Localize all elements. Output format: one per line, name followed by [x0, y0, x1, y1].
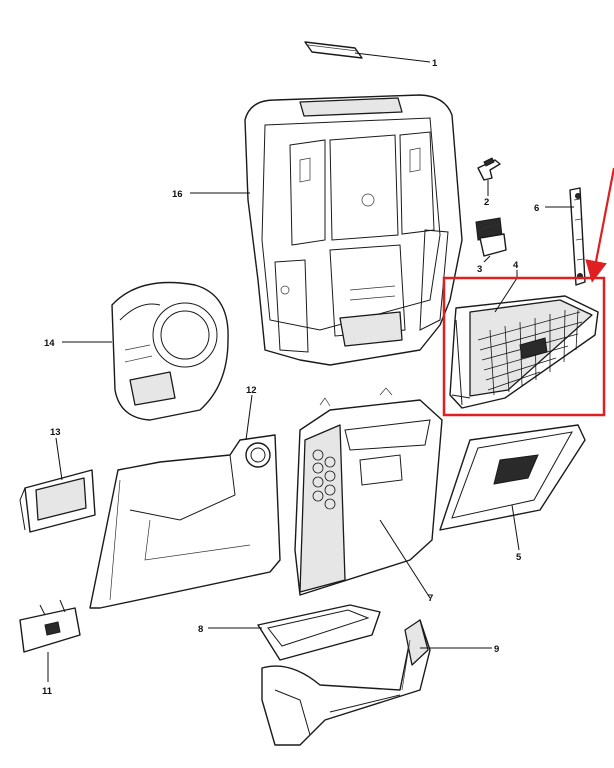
- highlight-annotation: [442, 167, 614, 417]
- part-7-glove-box-housing[interactable]: [294, 387, 443, 596]
- callout-11: 11: [42, 686, 53, 697]
- part-8-bin-liner[interactable]: [257, 604, 381, 661]
- callout-13: 13: [50, 427, 61, 438]
- part-11-access-cover[interactable]: [19, 599, 81, 653]
- part-9-knee-bolster-bracket[interactable]: [261, 619, 431, 746]
- callout-14: 14: [44, 338, 55, 349]
- callout-1: 1: [432, 58, 438, 69]
- housing-honeycomb: [312, 449, 336, 510]
- part-2-clip[interactable]: [477, 157, 501, 181]
- callout-16: 16: [172, 189, 183, 200]
- part-16-center-bezel-frame[interactable]: [244, 94, 463, 366]
- callout-2: 2: [484, 197, 489, 208]
- callout-5: 5: [516, 552, 522, 563]
- part-6-hinge-bracket[interactable]: [569, 187, 586, 286]
- callout-12: 12: [246, 385, 257, 396]
- part-4-storage-bin[interactable]: [449, 295, 599, 409]
- part-14-steering-column-shroud[interactable]: [111, 281, 229, 421]
- callout-8: 8: [198, 624, 203, 635]
- callout-7: 7: [428, 593, 433, 604]
- highlight-box: [442, 276, 606, 417]
- part-1-trim-strip[interactable]: [304, 41, 363, 59]
- part-5-glove-box-door[interactable]: [439, 424, 586, 531]
- callout-labels: 1 16 2 3 6 4 14 13 12 11 5 7 8 9: [42, 58, 539, 697]
- leader-lines: [47, 52, 574, 682]
- callout-9: 9: [494, 644, 499, 655]
- callout-4: 4: [513, 260, 519, 271]
- part-12-knee-blocker-panel[interactable]: [89, 434, 281, 609]
- callout-6: 6: [534, 203, 539, 214]
- highlight-arrow: [585, 167, 614, 283]
- part-3-switch-bracket[interactable]: [475, 217, 507, 257]
- callout-3: 3: [477, 264, 482, 275]
- part-13-bezel[interactable]: [19, 469, 96, 533]
